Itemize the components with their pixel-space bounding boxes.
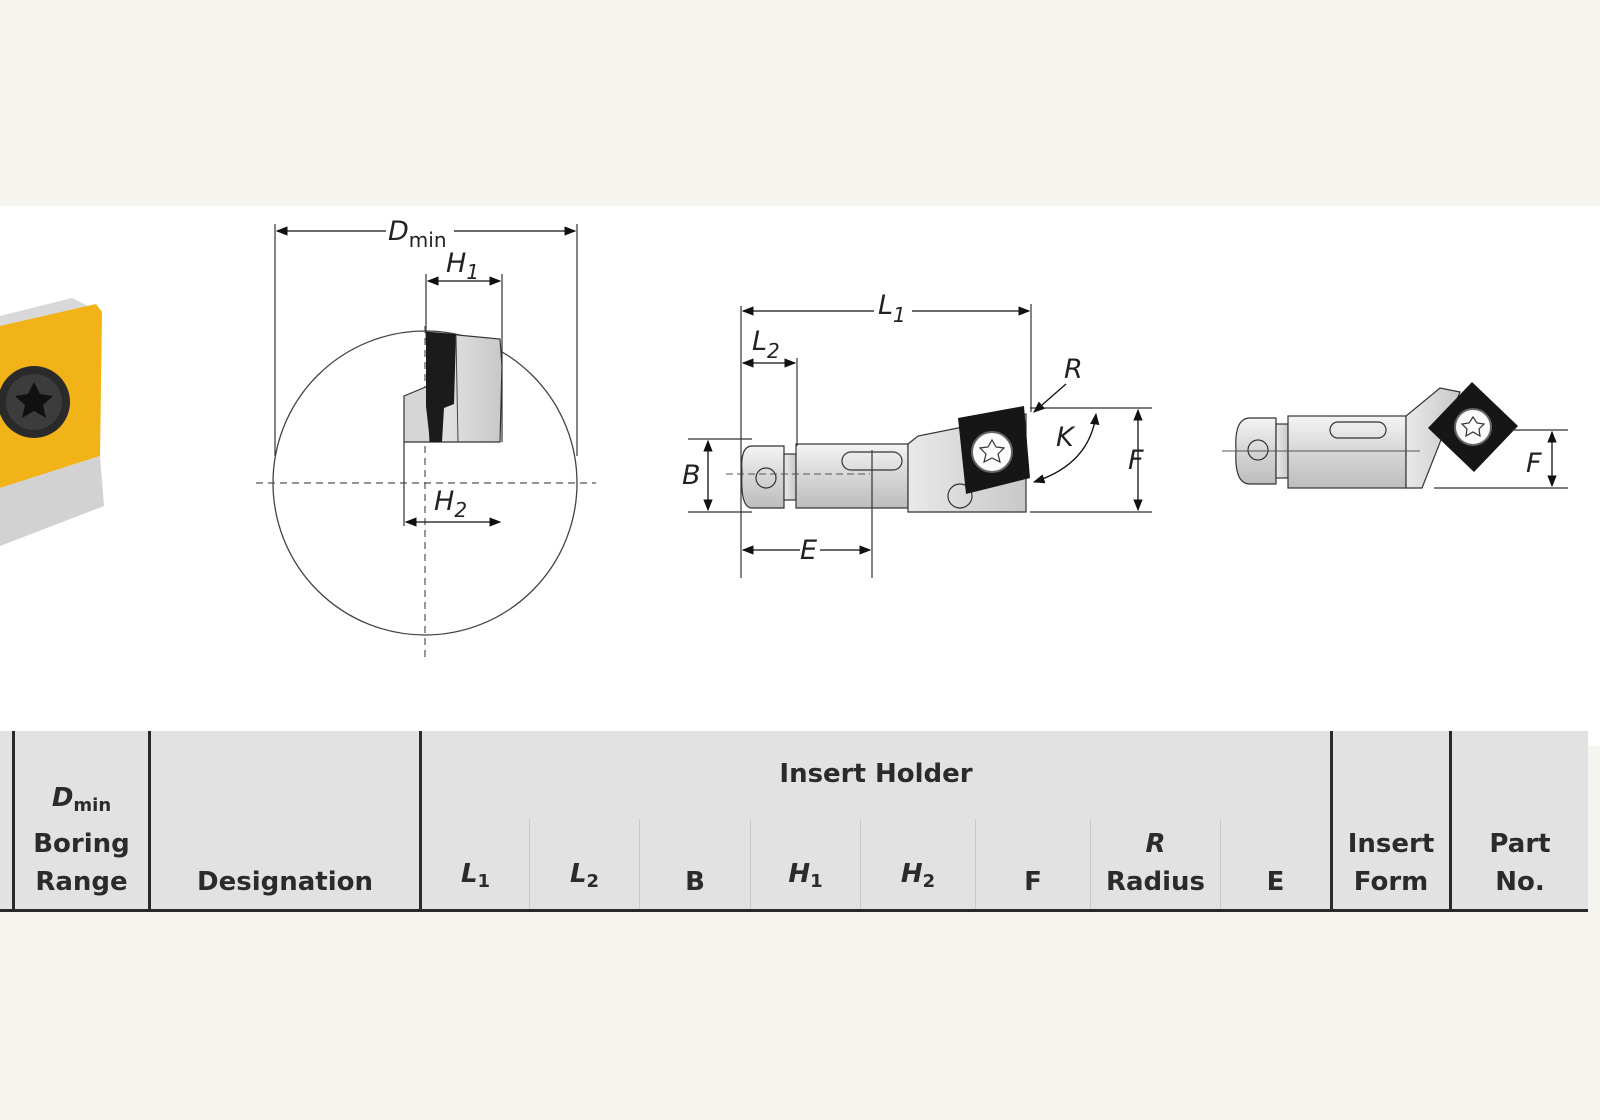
dmin-boring-range-header: Dmin Boring Range <box>33 783 130 897</box>
subcolumn-divider <box>529 819 530 909</box>
h1-dimension-label: H1 <box>446 248 479 284</box>
specs-table-header: Insert Holder Dmin Boring Range Designat… <box>0 731 1588 912</box>
subcolumn-divider <box>750 819 751 909</box>
column-divider <box>148 731 151 909</box>
subcolumn-divider <box>1220 819 1221 909</box>
subcolumn-divider <box>975 819 976 909</box>
h2-header: H2 <box>900 859 936 892</box>
column-divider <box>419 731 422 909</box>
column-divider <box>1330 731 1333 909</box>
subcolumn-divider <box>1090 819 1091 909</box>
column-divider <box>12 731 15 909</box>
b-dimension-label: B <box>682 460 701 491</box>
insert-product-photo <box>0 298 104 546</box>
insert-form-header: Insert Form <box>1347 829 1435 897</box>
r-dimension-label: R <box>1064 354 1083 385</box>
technical-drawing: Dmin H1 H2 <box>0 216 1568 658</box>
column-divider <box>1449 731 1452 909</box>
e-dimension-label: E <box>800 535 817 566</box>
dmin-dimension-label: Dmin <box>388 216 447 252</box>
drawing-panel: Dmin H1 H2 <box>0 206 1600 746</box>
f-dimension-label: F <box>1128 445 1144 476</box>
end-view-drawing: Dmin H1 H2 <box>256 216 596 658</box>
l2-header: L2 <box>569 859 600 892</box>
h1-header: H1 <box>788 859 823 892</box>
subcolumn-divider <box>639 819 640 909</box>
k-angle-label: K <box>1056 422 1076 453</box>
side-view-drawing: L1 L2 B E F R K <box>682 290 1152 578</box>
rotated-view-drawing: F <box>1222 382 1568 489</box>
f-dimension-label-rotated: F <box>1526 448 1542 479</box>
l2-dimension-label: L2 <box>752 326 780 363</box>
b-header: B <box>685 867 705 897</box>
subcolumn-divider <box>860 819 861 909</box>
f-header: F <box>1024 867 1042 897</box>
insert-holder-group-title: Insert Holder <box>779 759 973 789</box>
part-no-header: Part No. <box>1489 829 1551 897</box>
l1-header: L1 <box>460 859 491 892</box>
designation-header: Designation <box>197 867 373 897</box>
l1-dimension-label: L1 <box>878 290 906 327</box>
h2-dimension-label: H2 <box>434 486 467 522</box>
e-header: E <box>1266 867 1285 897</box>
r-radius-header: R Radius <box>1105 829 1206 897</box>
